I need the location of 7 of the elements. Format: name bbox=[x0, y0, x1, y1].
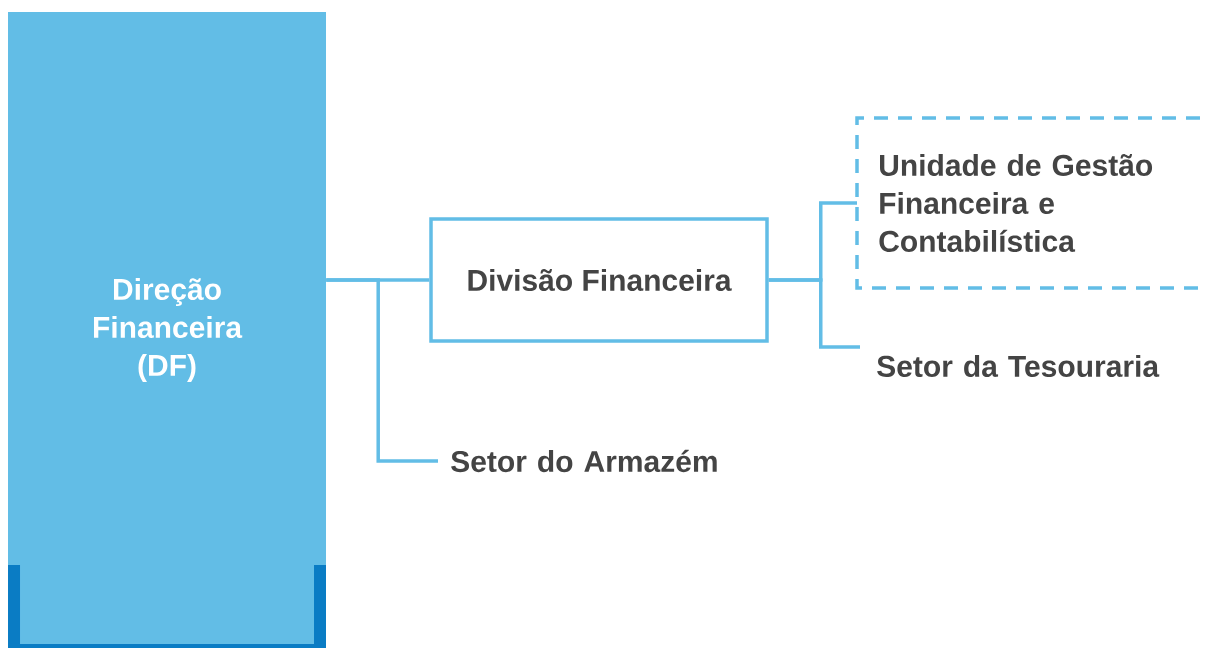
connector-line bbox=[768, 278, 860, 349]
department-box: Direção Financeira (DF) bbox=[8, 12, 326, 648]
connector-line bbox=[326, 278, 438, 463]
unit-label: Setor do Armazém bbox=[451, 449, 717, 473]
division-box: Divisão Financeira bbox=[429, 217, 769, 343]
unit-box: Unidade de Gestão Financeira e Contabilística bbox=[855, 116, 1200, 290]
unit-label: Setor da Tesouraria bbox=[877, 355, 1160, 377]
